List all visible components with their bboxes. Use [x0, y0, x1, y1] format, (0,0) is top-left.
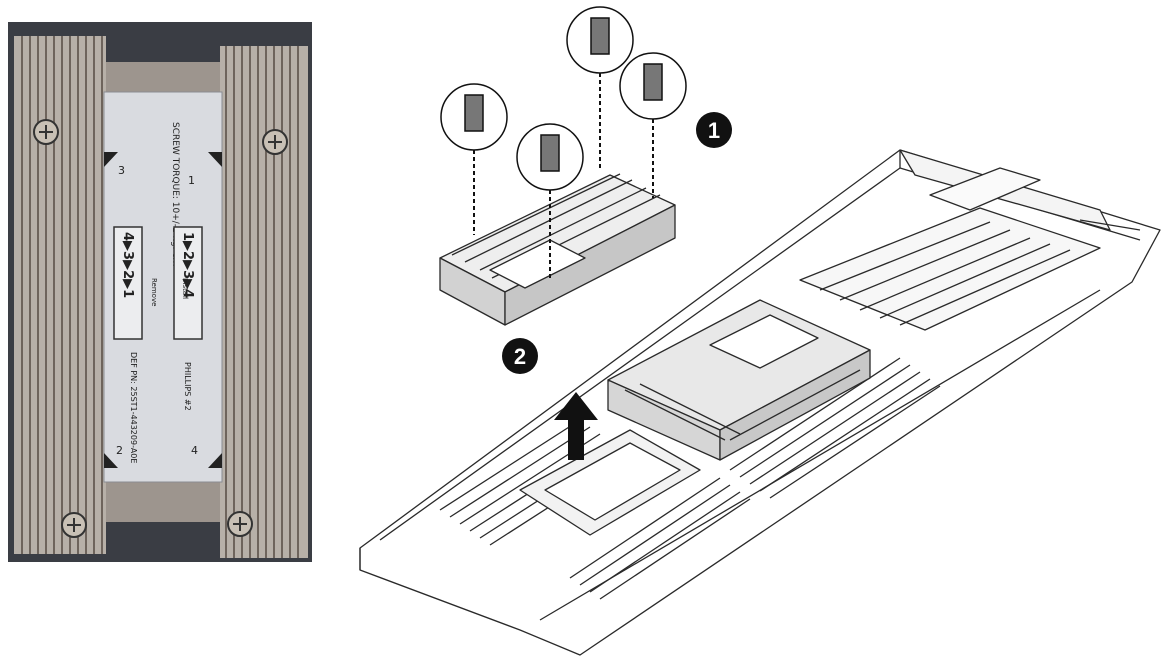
step-1-badge: 1: [696, 112, 732, 148]
corner-screw-bottom-left: [61, 512, 87, 538]
screw-callouts: [440, 6, 687, 278]
corner-number-2: 2: [116, 444, 123, 457]
removed-heatsink: [439, 173, 676, 326]
screw-torque-text: SCREW TORQUE: 10+/-1 kgf-cm: [170, 122, 180, 266]
screw-callout-b: [516, 123, 584, 278]
screw-callout-d: [619, 52, 687, 198]
cpu-socket: [519, 429, 701, 536]
corner-number-3: 3: [118, 164, 125, 177]
corner-screw-top-left: [33, 119, 59, 145]
svg-text:1▶2▶3▶4: 1▶2▶3▶4: [180, 232, 195, 298]
brand-text: PHILLIPS #2: [183, 362, 192, 411]
corner-number-4: 4: [191, 444, 198, 457]
remove-sequence-box: 4▶3▶2▶1: [113, 226, 143, 340]
right-fin-stack: [220, 46, 308, 558]
corner-screw-top-right: [262, 129, 288, 155]
screw-callout-c: [566, 6, 634, 168]
installed-heatsink: [607, 299, 871, 461]
lift-arrow: [554, 392, 598, 460]
part-number-text: DEF PN: 25ST1-443209-A0E: [129, 352, 138, 463]
dimm-slots-middle: [729, 357, 941, 499]
svg-text:2: 2: [514, 344, 526, 369]
svg-text:4▶3▶2▶1: 4▶3▶2▶1: [120, 232, 135, 298]
install-sequence-box: 1▶2▶3▶4: [173, 226, 203, 340]
left-fin-stack: [14, 36, 106, 554]
heatsink-photo: SCREW TORQUE: 10+/-1 kgf-cm DEF PN: 25ST…: [8, 22, 312, 562]
corner-screw-bottom-right: [227, 511, 253, 537]
screw-callout-a: [440, 83, 508, 235]
corner-number-1: 1: [188, 174, 195, 187]
remove-caption: Remove: [150, 278, 158, 306]
heatsink-removal-diagram: 1 2: [359, 6, 1161, 656]
step-2-badge: 2: [502, 338, 538, 374]
install-caption: Install: [181, 278, 189, 299]
riser-area: [799, 149, 1141, 331]
svg-text:1: 1: [708, 118, 720, 143]
